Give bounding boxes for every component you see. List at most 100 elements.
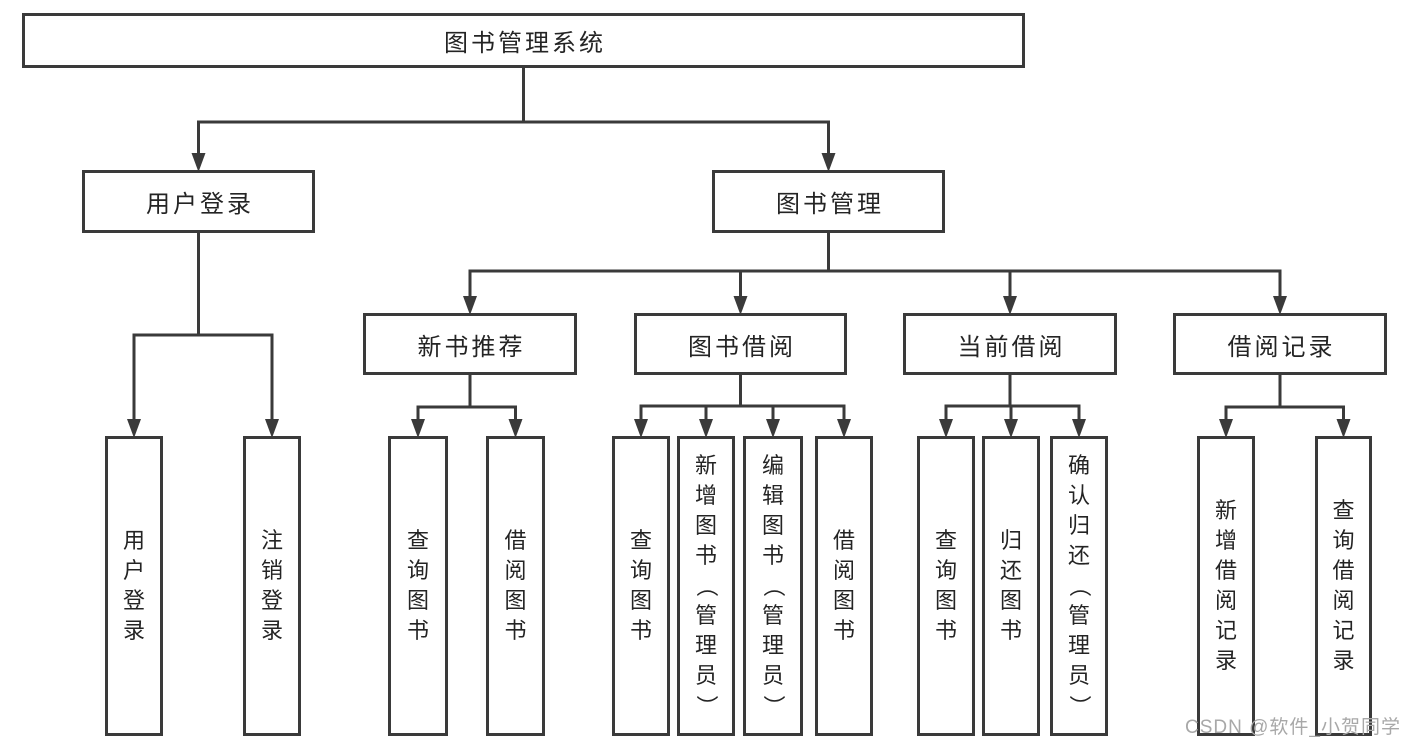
node-book-borrow: 图书借阅 [634,313,847,375]
node-label: 图书借阅 [688,333,796,361]
node-label: 图书管理 [776,191,884,218]
arrowhead-icon [634,419,648,438]
vertical-char: 查 [1332,498,1355,523]
vertical-char: 新 [694,453,717,478]
node-label: 新增图书 （ 管理员 ） [694,451,719,721]
node-label: 查询图书 [935,526,957,646]
vertical-char: 图 [832,588,855,613]
vertical-char: 录 [260,618,283,643]
node-current-borrow: 当前借阅 [903,313,1117,375]
arrowhead-icon [1003,296,1017,315]
node-leaf-nbr-borrow: 借阅图书 [486,436,545,736]
vertical-char: 增 [1214,528,1237,553]
arrowhead-icon [821,153,836,172]
vertical-char: 录 [122,618,145,643]
node-leaf-cb-query: 查询图书 [917,436,975,736]
node-new-book-rec: 新书推荐 [363,313,577,375]
vertical-char: 编 [761,453,784,478]
node-label: 借阅图书 [833,526,855,646]
vertical-char: 询 [406,558,429,583]
vertical-char: 借 [1214,558,1237,583]
node-leaf-user-login: 用户登录 [105,436,163,736]
vertical-char: 员 [694,663,717,688]
vertical-char: 登 [260,588,283,613]
node-leaf-cb-return: 归还图书 [982,436,1040,736]
vertical-char: 查 [406,528,429,553]
node-root: 图书管理系统 [22,13,1025,68]
vertical-char: 书 [629,618,652,643]
vertical-char: 增 [694,483,717,508]
vertical-char: 图 [504,588,527,613]
vertical-char: 书 [999,618,1022,643]
vertical-char: 管 [761,603,784,628]
vertical-char: 辑 [761,483,784,508]
arrowhead-icon [733,296,748,315]
arrowhead-icon [837,419,851,438]
arrowhead-icon [508,419,523,438]
vertical-char: 阅 [504,558,527,583]
vertical-char: 图 [761,513,784,538]
vertical-char: 阅 [832,558,855,583]
node-leaf-nbr-query: 查询图书 [388,436,448,736]
vertical-char: 确 [1067,453,1090,478]
vertical-char: 理 [1067,633,1090,658]
vertical-char: 理 [761,633,784,658]
vertical-char: 图 [999,588,1022,613]
arrowhead-icon [127,419,141,438]
vertical-char: 借 [1332,558,1355,583]
vertical-char: 借 [504,528,527,553]
vertical-char: 书 [761,543,784,568]
node-label: 图书管理系统 [444,30,606,57]
vertical-char: 还 [1067,543,1090,568]
vertical-char: （ [693,574,719,598]
vertical-char: 归 [999,528,1022,553]
arrowhead-icon [1004,419,1018,438]
node-leaf-bb-borrow: 借阅图书 [815,436,873,736]
vertical-char: 书 [694,543,717,568]
vertical-char: 书 [934,618,957,643]
vertical-char: 管 [694,603,717,628]
node-label: 查询图书 [630,526,652,646]
vertical-char: 归 [1067,513,1090,538]
vertical-char: 理 [694,633,717,658]
vertical-char: 阅 [1214,588,1237,613]
arrowhead-icon [411,419,425,438]
vertical-char: 查 [629,528,652,553]
node-user-login: 用户登录 [82,170,315,233]
vertical-char: 询 [629,558,652,583]
vertical-char: 阅 [1332,588,1355,613]
node-label: 注销登录 [261,526,283,646]
vertical-char: 书 [832,618,855,643]
vertical-char: 记 [1332,618,1355,643]
vertical-char: 图 [934,588,957,613]
vertical-char: 书 [406,618,429,643]
arrowhead-icon [1273,296,1287,315]
arrowhead-icon [1336,419,1351,438]
vertical-char: 查 [934,528,957,553]
node-leaf-cb-confirm: 确认归还（管理员） [1050,436,1108,736]
vertical-char: 登 [122,588,145,613]
vertical-char: 图 [629,588,652,613]
node-label: 借阅记录 [1227,333,1336,361]
vertical-char: 还 [999,558,1022,583]
vertical-char: ） [693,694,719,718]
vertical-char: 认 [1067,483,1090,508]
node-label: 新增借阅记录 [1215,496,1237,676]
node-label: 查询借阅记录 [1332,496,1354,676]
arrowhead-icon [939,419,953,438]
vertical-char: 员 [761,663,784,688]
node-label: 新书推荐 [417,333,526,361]
node-leaf-bb-edit: 编辑图书（管理员） [743,436,803,736]
vertical-char: 录 [1332,648,1355,673]
vertical-char: 用 [122,528,145,553]
node-label: 用户登录 [146,191,254,218]
vertical-char: 员 [1067,663,1090,688]
vertical-char: 图 [694,513,717,538]
node-label: 归还图书 [1000,526,1022,646]
node-label: 确认归还（管理员） [1067,451,1092,721]
vertical-char: 销 [260,558,283,583]
node-label: 编辑图书（管理员） [761,451,786,721]
vertical-char: （ [1066,574,1092,598]
